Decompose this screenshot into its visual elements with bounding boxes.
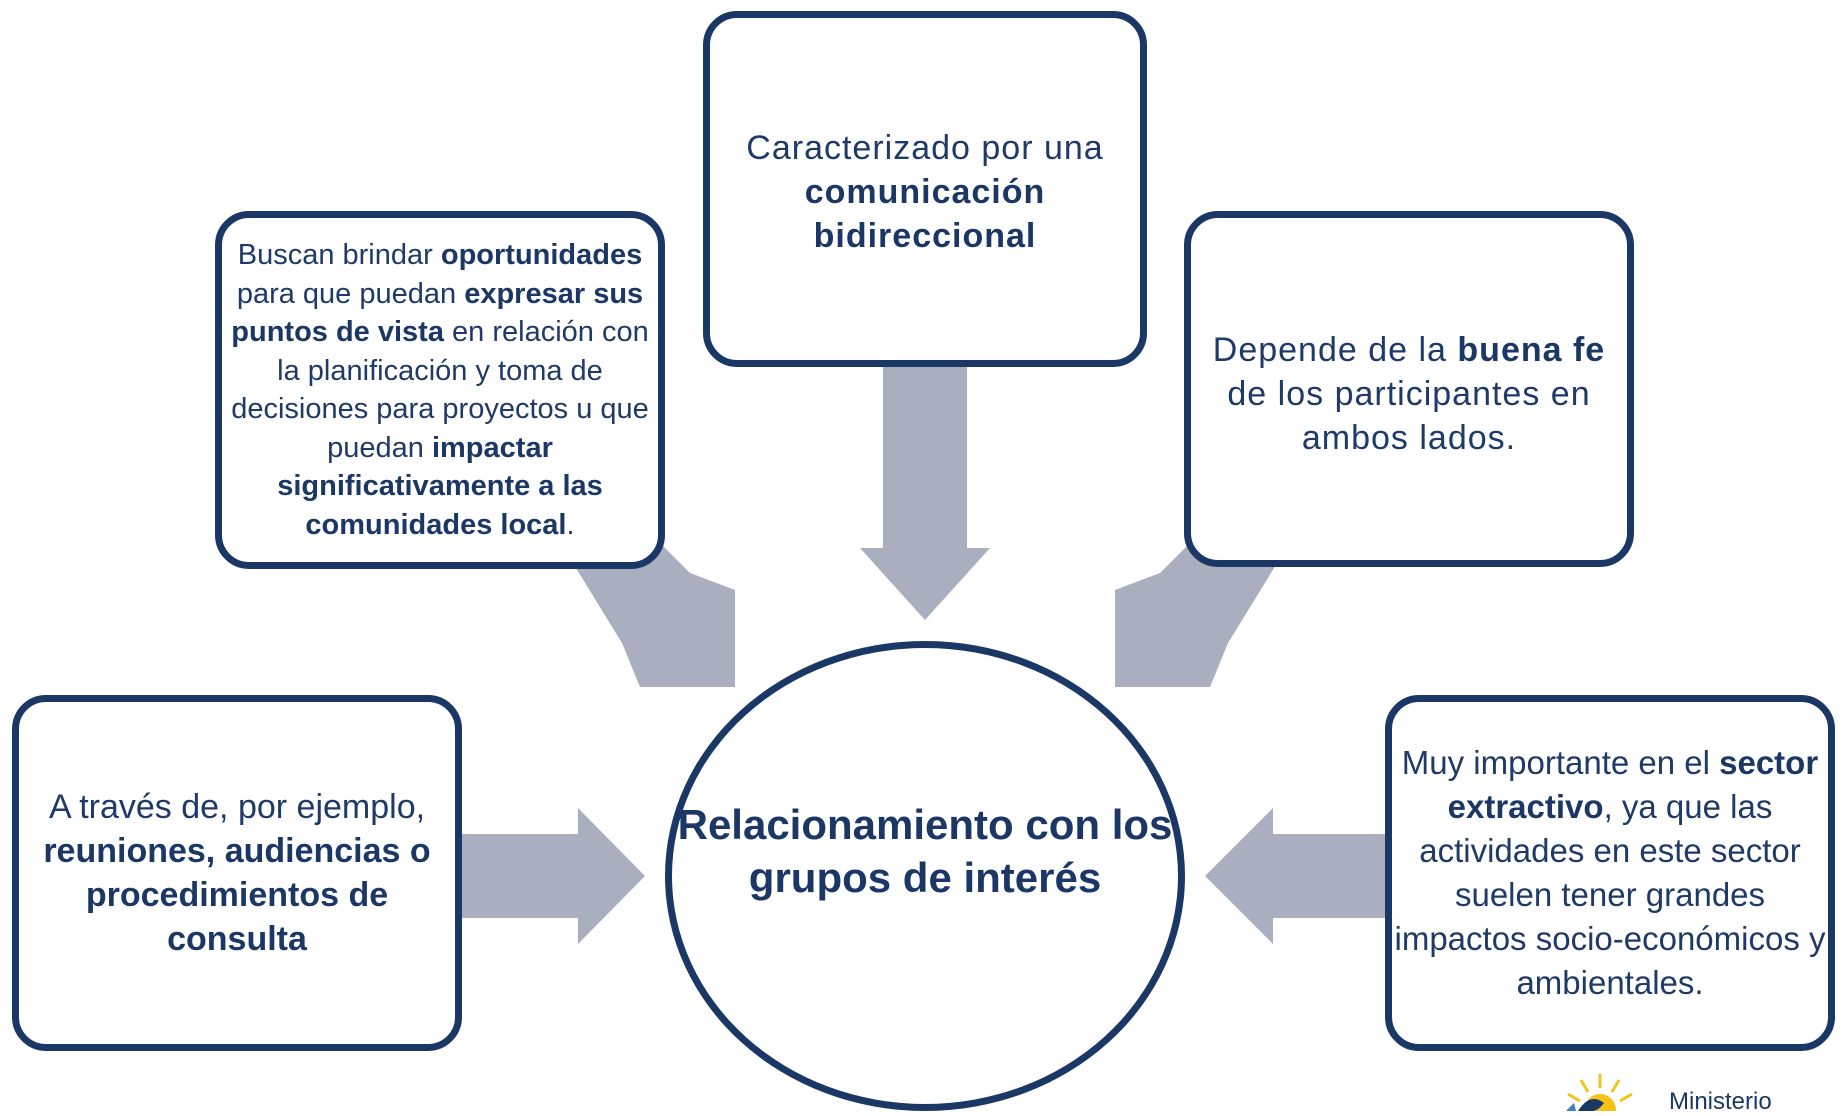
emphasis-text: buena fe <box>1457 331 1606 369</box>
emphasis-text: reuniones, audiencias o procedimientos d… <box>43 832 431 958</box>
box-top: Caracterizado por una comunicación bidir… <box>703 11 1147 367</box>
box-right-upper-text: Depende de la buena fe de los participan… <box>1191 328 1627 460</box>
emphasis-text: impactar significativamente a las comuni… <box>277 431 603 541</box>
emphasis-text: expresar sus puntos de vista <box>231 277 644 349</box>
arrow-top-down <box>860 367 990 620</box>
box-left-upper: Buscan brindar oportunidades para que pu… <box>215 211 665 569</box>
sun-icon <box>1566 1074 1633 1111</box>
box-right-upper: Depende de la buena fe de los participan… <box>1184 211 1634 567</box>
body-text: Buscan brindar <box>237 239 441 271</box>
emphasis-text: sector extractivo <box>1447 744 1819 825</box>
body-text: Caracterizado por una <box>746 129 1104 167</box>
box-left-lower-text: A través de, por ejemplo, reuniones, aud… <box>19 785 455 961</box>
box-left-lower: A través de, por ejemplo, reuniones, aud… <box>12 695 462 1051</box>
body-text: Depende de la <box>1212 331 1458 369</box>
ministry-logo <box>1566 1074 1633 1111</box>
box-top-text: Caracterizado por una comunicación bidir… <box>710 126 1140 258</box>
emphasis-text: comunicación bidireccional <box>804 173 1046 255</box>
emphasis-text: oportunidades <box>440 239 643 271</box>
body-text: para que puedan <box>236 277 465 310</box>
body-text: Muy importante en el <box>1401 744 1720 781</box>
box-right-lower: Muy importante en el sector extractivo, … <box>1385 695 1835 1051</box>
center-label: Relacionamiento con los grupos de interé… <box>677 801 1173 901</box>
body-text: de los participantes en ambos lados. <box>1227 375 1591 457</box>
body-text: . <box>566 508 575 541</box>
logo-text: Ministerio <box>1669 1088 1772 1115</box>
box-left-upper-text: Buscan brindar oportunidades para que pu… <box>222 236 658 544</box>
arrow-left-right <box>462 808 645 944</box>
box-right-lower-text: Muy importante en el sector extractivo, … <box>1392 741 1828 1005</box>
body-text: A través de, por ejemplo, <box>48 788 426 826</box>
body-text: en relación con la planificación y toma … <box>231 316 649 464</box>
center-circle: Relacionamiento con los grupos de interé… <box>665 641 1185 1111</box>
arrow-right-left <box>1205 808 1385 944</box>
body-text: , ya que las actividades en este sector … <box>1394 788 1826 1001</box>
